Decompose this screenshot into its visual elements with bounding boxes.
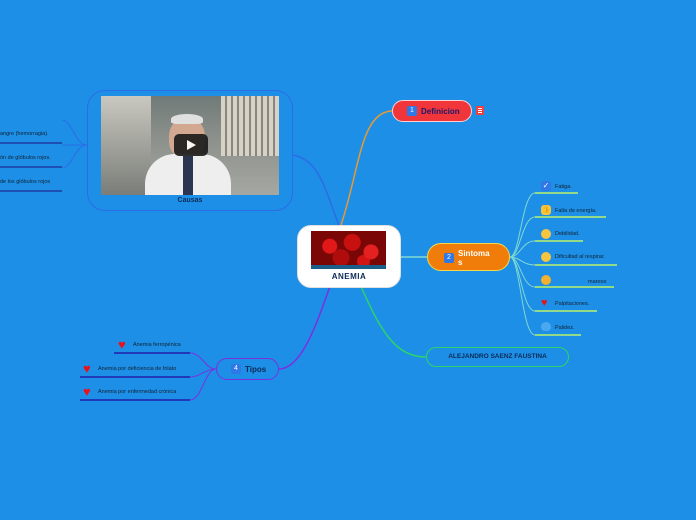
heart-icon: ♥ [118, 337, 126, 352]
definicion-label: Definicion [421, 107, 460, 116]
tipo-item: Anemia por deficiencia de folato [98, 366, 177, 372]
notes-icon[interactable] [476, 106, 484, 115]
causas-branches [61, 119, 88, 169]
check-icon: ✓ [541, 181, 551, 191]
definicion-node[interactable]: 1 Definicion [392, 100, 472, 122]
author-label: ALEJANDRO SAENZ FAUSTINA [448, 353, 547, 360]
tipos-label: Tipos [245, 365, 267, 374]
sintomas-label-line1: Sintoma [458, 249, 490, 258]
sintomas-branches [509, 192, 536, 336]
thumbs-up-icon: 👍 [541, 205, 551, 215]
heart-icon: ♥ [83, 384, 91, 399]
blood-cells-image [311, 231, 386, 269]
sintoma-item: Falta de energía. [555, 208, 597, 214]
sintoma-item: Debilidad. [555, 231, 580, 237]
causas-underlines [0, 142, 62, 192]
video-thumbnail[interactable] [101, 96, 279, 195]
tipos-underlines [80, 352, 190, 401]
causa-item: angre (hemorragia). [0, 131, 49, 137]
sintoma-item: mareos [588, 279, 607, 285]
tipo-item: Anemia por enfermedad crónica [98, 389, 177, 395]
tipo-item: Anemia ferropénica [133, 342, 181, 348]
heart-icon: ♥ [83, 361, 91, 376]
number-one-icon: 1 [407, 106, 417, 116]
causa-item: de los glóbulos rojos [0, 179, 51, 185]
number-four-icon: 4 [231, 364, 241, 374]
causas-node[interactable]: Causas [87, 90, 293, 211]
bird-icon [541, 322, 551, 331]
tipos-branches [189, 352, 217, 401]
sintoma-item: Palidez. [555, 325, 575, 331]
connector-definicion [339, 110, 393, 229]
sintoma-item: Fatiga. [555, 184, 572, 190]
tired-face-icon [541, 275, 551, 285]
play-icon[interactable] [174, 134, 208, 156]
causa-item: ón de glóbulos rojos. [0, 155, 51, 161]
sintomas-underlines [535, 192, 617, 336]
heart-icon: ♥ [541, 297, 548, 309]
central-node[interactable]: ANEMIA [297, 225, 401, 288]
sweat-face-icon [541, 252, 551, 262]
causas-label: Causas [177, 197, 203, 204]
connector-causas [292, 154, 341, 229]
tipos-node[interactable]: 4 Tipos [216, 358, 279, 380]
sintomas-node[interactable]: 2 Sintoma s [427, 243, 510, 271]
dizzy-face-icon [541, 229, 551, 239]
connector-author [359, 283, 427, 358]
author-node[interactable]: ALEJANDRO SAENZ FAUSTINA [426, 347, 569, 367]
number-two-icon: 2 [444, 253, 454, 263]
connector-tipos [278, 285, 331, 370]
central-title: ANEMIA [331, 272, 367, 281]
sintomas-label-line2: s [458, 258, 463, 267]
sintoma-item: Palpitaciones. [555, 301, 590, 307]
sintoma-item: Dificultad al respirar. [555, 254, 605, 260]
